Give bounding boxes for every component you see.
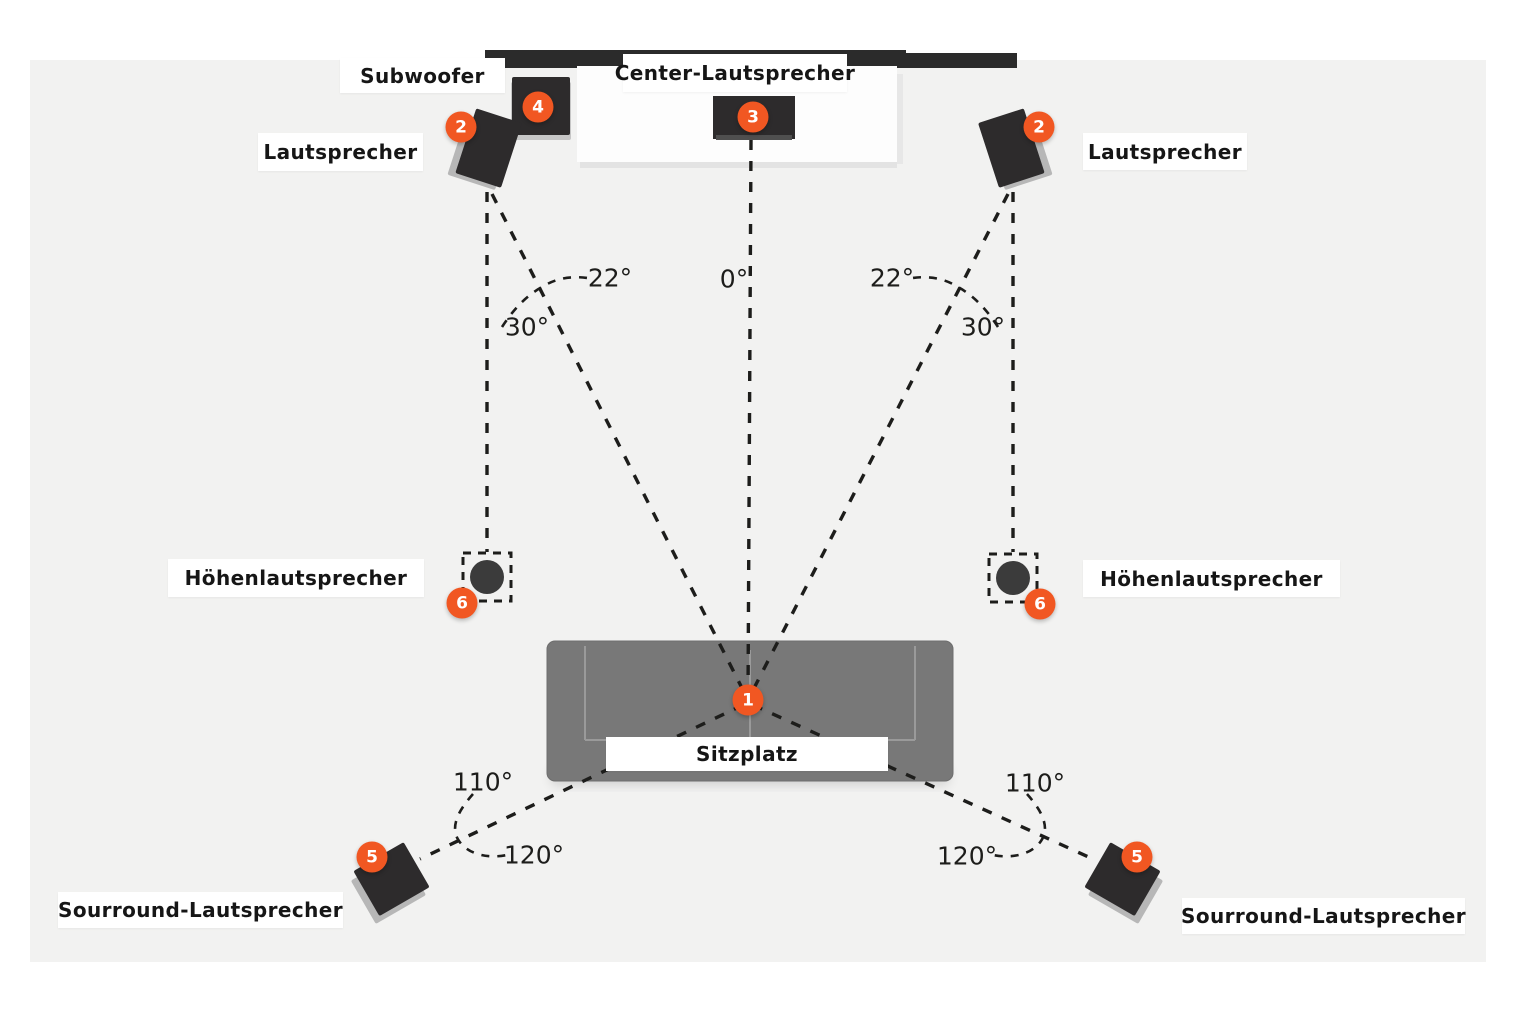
angle-110-right: 110° [1004,768,1066,798]
height-right-speaker-label: Höhenlautsprecher [1083,560,1340,597]
front-left-speaker-label-text: Lautsprecher [263,140,418,164]
front-left-speaker-label: Lautsprecher [258,133,423,171]
height-left-speaker-icon [461,551,513,603]
angle-30-right: 30° [960,312,1006,342]
height-left-speaker-label-text: Höhenlautsprecher [184,566,408,590]
surround-right-speaker-label-text: Sourround-Lautsprecher [1181,904,1466,928]
center-speaker-label-text: Center-Lautsprecher [614,61,856,85]
line-front-right-to-seat [749,193,1010,695]
badge-front-right: 2 [1023,111,1055,143]
badge-seat: 1 [732,684,764,716]
arc-surround-right [992,793,1047,858]
badge-surround-right: 5 [1121,841,1153,873]
line-seat-to-surround-left [419,703,744,861]
arc-surround-left [453,793,508,858]
angle-arcs [453,275,1047,858]
subwoofer-label-text: Subwoofer [360,63,485,88]
arc-front-right [906,275,1000,328]
badge-height-left: 6 [446,587,478,619]
angle-22-left: 22° [587,263,633,293]
front-right-speaker-label-text: Lautsprecher [1087,139,1242,164]
surround-left-speaker-label-text: Sourround-Lautsprecher [58,898,343,922]
seat-label-text: Sitzplatz [696,742,798,766]
angle-22-right: 22° [869,263,915,293]
badge-height-right: 6 [1024,588,1056,620]
subwoofer-label: Subwoofer [340,58,505,93]
room-background [30,60,1486,962]
surround-right-speaker-label: Sourround-Lautsprecher [1181,898,1466,934]
badge-subwoofer: 4 [522,91,554,123]
surround-left-speaker-label: Sourround-Lautsprecher [58,892,343,928]
line-center-to-seat [746,139,753,697]
badge-center: 3 [737,101,769,133]
height-left-speaker-label: Höhenlautsprecher [168,559,424,597]
seat-label: Sitzplatz [606,737,888,771]
angle-120-left: 120° [503,840,565,870]
height-right-speaker-icon [987,552,1039,604]
angle-30-left: 30° [504,312,550,342]
badge-surround-left: 5 [356,841,388,873]
angle-0-center: 0° [719,264,749,294]
center-speaker-label: Center-Lautsprecher [615,54,855,92]
angle-110-left: 110° [452,767,514,797]
front-right-speaker-label: Lautsprecher [1083,133,1247,170]
height-right-speaker-label-text: Höhenlautsprecher [1100,566,1323,591]
measurement-lines [419,139,1094,861]
badge-front-left: 2 [445,111,477,143]
line-front-left-to-seat [490,193,747,695]
arc-front-left [500,275,594,328]
angle-120-right: 120° [936,841,998,871]
